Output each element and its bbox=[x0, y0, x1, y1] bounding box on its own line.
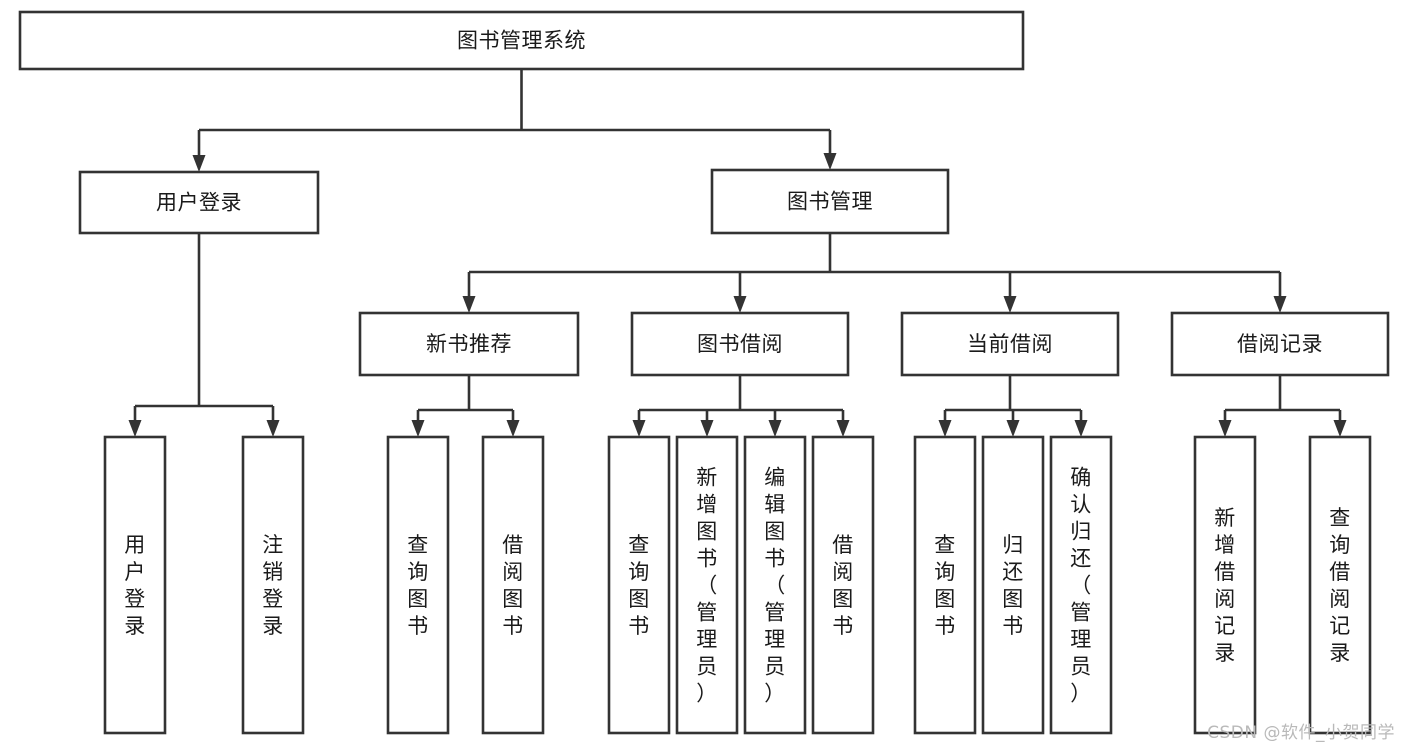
node-box bbox=[630, 311, 850, 377]
arrow-head-icon bbox=[1218, 420, 1232, 437]
node-level2-用户登录[interactable]: 用户登录 bbox=[78, 170, 320, 235]
node-leaf-查询借阅记录[interactable]: 查询借阅记录 bbox=[1308, 435, 1372, 735]
node-box bbox=[811, 435, 875, 735]
node-leaf-查询图书[interactable]: 查询图书 bbox=[913, 435, 977, 735]
node-level2-图书管理[interactable]: 图书管理 bbox=[710, 168, 950, 235]
node-box bbox=[675, 435, 739, 735]
node-layer: 图书管理系统用户登录图书管理新书推荐图书借阅当前借阅借阅记录用户登录注销登录查询… bbox=[18, 10, 1390, 735]
node-box bbox=[481, 435, 545, 735]
node-box bbox=[386, 435, 450, 735]
node-label: 借阅记录 bbox=[1237, 332, 1323, 356]
node-label: 新增图书（管理员） bbox=[696, 466, 718, 706]
node-label: 注销登录 bbox=[262, 533, 284, 638]
csdn-watermark: CSDN @软件_小贺同学 bbox=[1207, 723, 1395, 743]
node-label: 图书管理 bbox=[787, 190, 873, 214]
node-leaf-归还图书[interactable]: 归还图书 bbox=[981, 435, 1045, 735]
node-box bbox=[913, 435, 977, 735]
connector-group-level3-图书借阅-to-leaves bbox=[632, 375, 850, 437]
arrow-head-icon bbox=[733, 296, 747, 313]
connector-group-root-to-level2 bbox=[192, 69, 837, 172]
arrow-head-icon bbox=[700, 420, 714, 437]
arrow-head-icon bbox=[1074, 420, 1088, 437]
node-label: 新书推荐 bbox=[426, 332, 512, 356]
node-label: 借阅图书 bbox=[502, 533, 524, 638]
node-label: 图书管理系统 bbox=[457, 29, 586, 53]
node-label: 当前借阅 bbox=[967, 332, 1053, 356]
node-label: 查询借阅记录 bbox=[1329, 506, 1351, 665]
node-box bbox=[1193, 435, 1257, 735]
node-label: 查询图书 bbox=[407, 533, 429, 638]
node-leaf-确认归还管理员[interactable]: 确认归还（管理员） bbox=[1049, 435, 1113, 735]
arrow-head-icon bbox=[1333, 420, 1347, 437]
node-leaf-查询图书[interactable]: 查询图书 bbox=[386, 435, 450, 735]
arrow-head-icon bbox=[1273, 296, 1287, 313]
node-root-图书管理系统[interactable]: 图书管理系统 bbox=[18, 10, 1025, 71]
node-level3-图书借阅[interactable]: 图书借阅 bbox=[630, 311, 850, 377]
node-leaf-借阅图书[interactable]: 借阅图书 bbox=[811, 435, 875, 735]
node-level3-新书推荐[interactable]: 新书推荐 bbox=[358, 311, 580, 377]
arrow-head-icon bbox=[128, 420, 142, 437]
node-leaf-新增借阅记录[interactable]: 新增借阅记录 bbox=[1193, 435, 1257, 735]
node-box bbox=[1308, 435, 1372, 735]
node-leaf-用户登录[interactable]: 用户登录 bbox=[103, 435, 167, 735]
arrow-head-icon bbox=[506, 420, 520, 437]
node-box bbox=[607, 435, 671, 735]
connector-group-level3-当前借阅-to-leaves bbox=[938, 375, 1088, 437]
node-label: 确认归还（管理员） bbox=[1070, 466, 1092, 706]
node-box bbox=[1170, 311, 1390, 377]
node-label: 编辑图书（管理员） bbox=[764, 466, 786, 706]
node-box bbox=[981, 435, 1045, 735]
arrow-head-icon bbox=[938, 420, 952, 437]
arrow-head-icon bbox=[462, 296, 476, 313]
node-label: 图书借阅 bbox=[697, 332, 783, 356]
node-label: 用户登录 bbox=[156, 191, 242, 215]
node-leaf-查询图书[interactable]: 查询图书 bbox=[607, 435, 671, 735]
node-box bbox=[743, 435, 807, 735]
connector-group-user-login-to-leaves bbox=[128, 233, 280, 437]
node-leaf-借阅图书[interactable]: 借阅图书 bbox=[481, 435, 545, 735]
arrow-head-icon bbox=[1003, 296, 1017, 313]
connector-group-level3-借阅记录-to-leaves bbox=[1218, 375, 1347, 437]
node-label: 借阅图书 bbox=[832, 533, 854, 638]
connector-group-book-mgmt-to-level3 bbox=[462, 233, 1287, 313]
arrow-head-icon bbox=[823, 153, 837, 170]
node-leaf-新增图书管理员[interactable]: 新增图书（管理员） bbox=[675, 435, 739, 735]
node-level3-借阅记录[interactable]: 借阅记录 bbox=[1170, 311, 1390, 377]
node-label: 查询图书 bbox=[934, 533, 956, 638]
node-box bbox=[358, 311, 580, 377]
arrow-head-icon bbox=[411, 420, 425, 437]
node-leaf-注销登录[interactable]: 注销登录 bbox=[241, 435, 305, 735]
node-level3-当前借阅[interactable]: 当前借阅 bbox=[900, 311, 1120, 377]
node-label: 查询图书 bbox=[628, 533, 650, 638]
arrow-head-icon bbox=[836, 420, 850, 437]
node-box bbox=[1049, 435, 1113, 735]
arrow-head-icon bbox=[192, 155, 206, 172]
connector-layer bbox=[128, 69, 1347, 437]
node-label: 新增借阅记录 bbox=[1214, 506, 1236, 665]
connector-group-level3-新书推荐-to-leaves bbox=[411, 375, 520, 437]
node-box bbox=[103, 435, 167, 735]
node-box bbox=[710, 168, 950, 235]
node-label: 用户登录 bbox=[124, 533, 146, 638]
node-label: 归还图书 bbox=[1002, 533, 1024, 638]
node-box bbox=[900, 311, 1120, 377]
arrow-head-icon bbox=[1006, 420, 1020, 437]
arrow-head-icon bbox=[266, 420, 280, 437]
node-box bbox=[78, 170, 320, 235]
node-box bbox=[18, 10, 1025, 71]
arrow-head-icon bbox=[768, 420, 782, 437]
node-leaf-编辑图书管理员[interactable]: 编辑图书（管理员） bbox=[743, 435, 807, 735]
node-box bbox=[241, 435, 305, 735]
arrow-head-icon bbox=[632, 420, 646, 437]
